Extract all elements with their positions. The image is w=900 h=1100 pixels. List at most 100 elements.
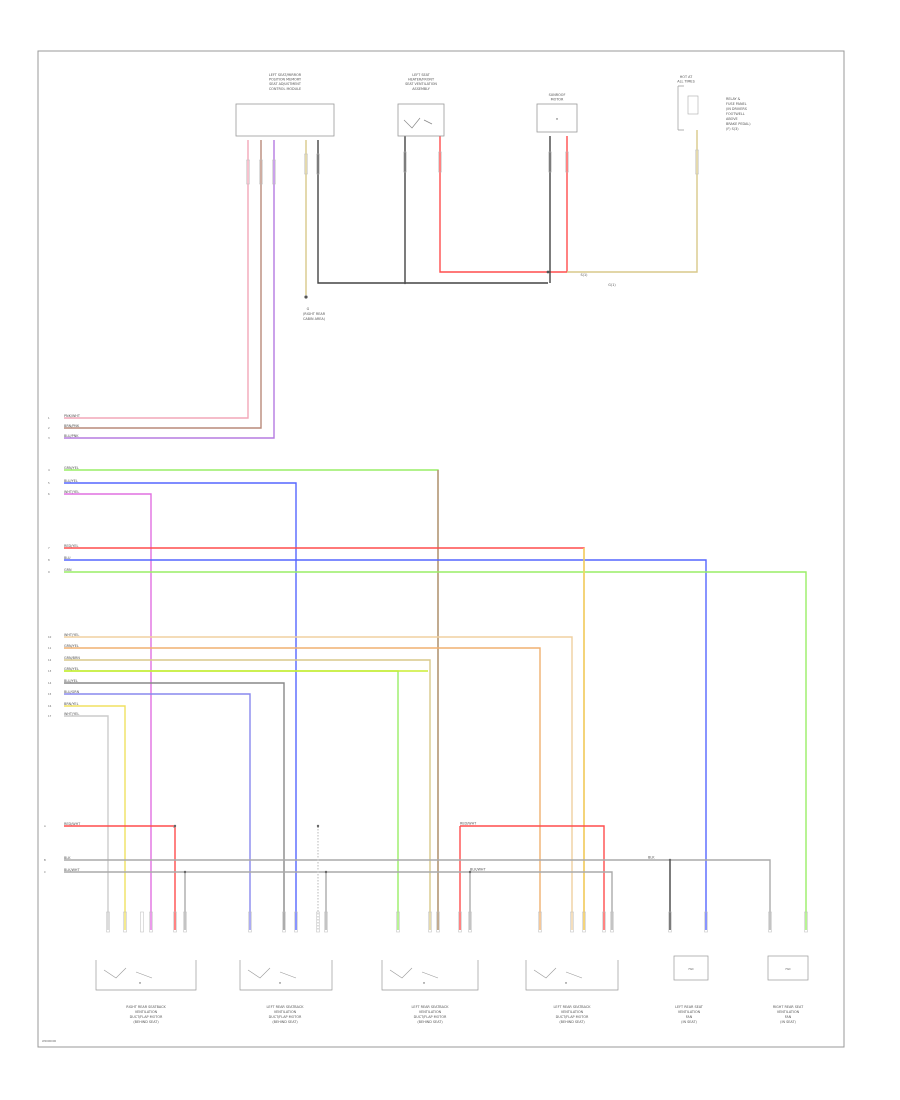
component-box bbox=[536, 103, 578, 133]
connector-pin bbox=[324, 911, 328, 933]
ground-label: CABIN AREA) bbox=[303, 317, 326, 321]
connector-pin bbox=[248, 911, 252, 933]
bottom-component-label: DUCT/FLAP MOTOR bbox=[556, 1015, 589, 1019]
motor-symbol: M bbox=[565, 981, 567, 985]
connector-pin bbox=[804, 911, 808, 933]
component-box bbox=[95, 960, 197, 991]
bottom-component-label: (BEHIND SEAT) bbox=[133, 1020, 159, 1024]
component-label: SEAT VENTILATION bbox=[405, 82, 437, 86]
component-box bbox=[673, 955, 709, 981]
component-label: ALL TIMES bbox=[677, 80, 694, 84]
bus-pin: B bbox=[44, 858, 46, 862]
splice-dot bbox=[468, 870, 472, 874]
bus-black-white bbox=[64, 871, 613, 930]
fuse-label: (F) S(3) bbox=[726, 127, 739, 131]
wire-label: BLU/GRN bbox=[64, 690, 80, 694]
motor-symbol: M bbox=[279, 981, 281, 985]
connector-pin bbox=[458, 911, 462, 933]
component-label: LEFT SEAT/MIRROR bbox=[269, 73, 302, 77]
fuse-symbol bbox=[687, 95, 699, 115]
component-box bbox=[397, 103, 445, 137]
bus-pin: C bbox=[44, 870, 46, 874]
connector-pin bbox=[570, 911, 574, 933]
wire-brown-g4 bbox=[64, 659, 431, 930]
wire-gray-g4 bbox=[64, 682, 285, 930]
bus-label: RED/WHT bbox=[460, 822, 477, 826]
connector-pin bbox=[768, 911, 772, 933]
pin-number: 15 bbox=[48, 692, 52, 696]
ground-label: G bbox=[307, 307, 310, 311]
wire-blue-g3 bbox=[64, 559, 707, 930]
bottom-component-label: DUCT/FLAP MOTOR bbox=[269, 1015, 302, 1019]
fan-label: FAN bbox=[689, 967, 694, 971]
component-label: HEATER/FRONT bbox=[408, 78, 435, 82]
pin-number: 14 bbox=[48, 681, 52, 685]
wire-red-c2 bbox=[439, 136, 567, 273]
component-box bbox=[525, 960, 619, 991]
pin-number: 5 bbox=[48, 481, 50, 485]
wire-label: BRN/PNK bbox=[64, 424, 80, 428]
diagram-frame bbox=[37, 50, 845, 1048]
connector-pin bbox=[582, 911, 586, 933]
wire-label: WHT/YEL bbox=[64, 712, 79, 716]
bottom-component-label: VENTILATION bbox=[274, 1010, 297, 1014]
wire-orange-g4 bbox=[64, 647, 541, 930]
pin-number: 12 bbox=[48, 658, 52, 662]
connector-pin bbox=[272, 159, 276, 185]
connector-pin bbox=[602, 911, 606, 933]
pin-number: 10 bbox=[48, 635, 52, 639]
connector-pin bbox=[140, 911, 144, 933]
connector-pin bbox=[468, 911, 472, 933]
connector-pin bbox=[396, 911, 400, 933]
fan-label: FAN bbox=[786, 967, 791, 971]
connector-pin bbox=[316, 911, 320, 933]
wire-label: GRN/YEL bbox=[64, 466, 79, 470]
bus-label: BLK bbox=[64, 856, 71, 860]
component-label: SUNROOF bbox=[549, 93, 566, 97]
connector-pin bbox=[183, 911, 187, 933]
connector-pin bbox=[304, 153, 308, 175]
connector-pin bbox=[668, 911, 672, 933]
pin-number: 11 bbox=[48, 646, 52, 650]
pin-number: 2 bbox=[48, 426, 50, 430]
wire-tan-g4 bbox=[64, 636, 573, 930]
wire-label: GRN/YEL bbox=[64, 644, 79, 648]
bottom-component-label: LEFT REAR SEATBACK bbox=[554, 1005, 592, 1009]
pin-number: 4 bbox=[48, 468, 50, 472]
component-label: MOTOR bbox=[551, 98, 564, 102]
component-box bbox=[767, 955, 809, 981]
wire-violet bbox=[64, 140, 275, 439]
fuse-label: ABOVE bbox=[726, 117, 738, 121]
wire-green-g2 bbox=[64, 469, 439, 930]
bus-pin: A bbox=[44, 824, 46, 828]
wire-label: WHT/YEL bbox=[64, 490, 79, 494]
fuse-label: (IN DRIVERS bbox=[726, 107, 747, 111]
pin-number: 13 bbox=[48, 669, 52, 673]
splice-label: G(1) bbox=[608, 283, 616, 287]
bus-label: BLK bbox=[648, 856, 655, 860]
component-label: CONTROL MODULE bbox=[269, 87, 301, 91]
connector-pin bbox=[316, 153, 320, 175]
component-label: ASSEMBLY bbox=[412, 87, 430, 91]
wire-yellow-g4 bbox=[64, 705, 126, 930]
connector-pin bbox=[149, 911, 153, 933]
connector-pin bbox=[106, 911, 110, 933]
bottom-component-label: (BEHIND SEAT) bbox=[559, 1020, 585, 1024]
wires bbox=[64, 130, 807, 930]
wire-blue-g4 bbox=[64, 693, 251, 930]
bus-label: BLK/WHT bbox=[64, 868, 80, 872]
pin-number: 16 bbox=[48, 704, 52, 708]
pin-number: 8 bbox=[48, 558, 50, 562]
wire-black-ground bbox=[317, 140, 548, 284]
wire-pink bbox=[64, 140, 249, 419]
bottom-component-label: RIGHT REAR SEATBACK bbox=[126, 1005, 166, 1009]
bus-black bbox=[64, 859, 771, 930]
splice-label: S(1) bbox=[581, 273, 589, 277]
ground-label: (RIGHT REAR bbox=[303, 312, 326, 316]
connector-pin bbox=[123, 911, 127, 933]
connector-pin bbox=[246, 159, 250, 185]
wire-label: GRN/YEL bbox=[64, 667, 79, 671]
